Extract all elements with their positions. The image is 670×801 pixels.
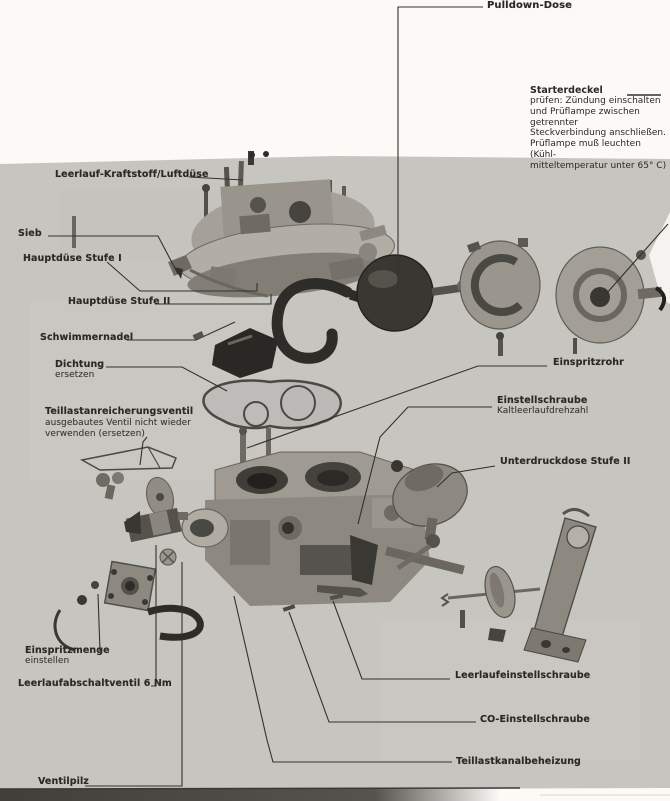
label-einspritzmenge: Einspritzmenge bbox=[25, 645, 110, 656]
label-hauptduese-stufe-i: Hauptdüse Stufe I bbox=[23, 253, 122, 264]
throttle-disc-part bbox=[440, 565, 541, 642]
choke-housing-part bbox=[459, 238, 541, 356]
leader-lines bbox=[48, 6, 669, 787]
label-starterdeckel: Starterdeckel prüfen: Zündung einschalte… bbox=[530, 85, 669, 172]
label-teillast-note: verwenden (ersetzen) bbox=[45, 429, 145, 439]
label-leerlaufabschaltventil: Leerlaufabschaltventil 6 Nm bbox=[18, 678, 172, 689]
starter-cover-part bbox=[555, 246, 667, 354]
label-schwimmernadel: Schwimmernadel bbox=[40, 332, 134, 343]
label-sieb: Sieb bbox=[18, 228, 42, 239]
scan-edge-band bbox=[0, 787, 670, 801]
carburetor-body-part bbox=[181, 427, 465, 612]
label-leerlaufeinstellschraube: Leerlaufeinstellschraube bbox=[455, 670, 591, 681]
label-hauptduese-stufe-ii: Hauptdüse Stufe II bbox=[68, 296, 171, 307]
label-teillast-note: ausgebautes Ventil nicht wieder bbox=[45, 418, 191, 428]
label-co-einstellschraube: CO-Einstellschraube bbox=[480, 714, 590, 725]
teillast-valve-parts bbox=[79, 446, 177, 518]
starterdeckel-line: prüfen: Zündung einschalten bbox=[530, 96, 661, 106]
label-teillastanreicherungsventil: Teillastanreicherungsventil bbox=[45, 406, 194, 417]
air-horn-cover-part bbox=[72, 151, 395, 298]
starterdeckel-title: Starterdeckel bbox=[530, 85, 603, 96]
label-einstellschraube: Einstellschraube bbox=[497, 395, 588, 406]
pulldown-dose-part bbox=[348, 254, 469, 332]
idle-cutoff-solenoid-part bbox=[124, 507, 188, 566]
label-einspritzrohr: Einspritzrohr bbox=[553, 357, 624, 368]
hose-part bbox=[271, 278, 353, 364]
label-pulldown-dose: Pulldown-Dose bbox=[487, 0, 573, 11]
label-einspritzmenge-note: einstellen bbox=[25, 656, 70, 666]
label-dichtung-note: ersetzen bbox=[55, 370, 95, 380]
float-part bbox=[192, 328, 278, 378]
starterdeckel-line: mitteltemperatur unter 65° C) bbox=[530, 160, 667, 171]
label-unterdruckdose-stufe-ii: Unterdruckdose Stufe II bbox=[500, 456, 631, 467]
starterdeckel-line: Steckverbindung anschließen. bbox=[530, 128, 666, 139]
starterdeckel-line: und Prüflampe zwischen getrennter bbox=[530, 106, 640, 128]
vacuum-unit-part bbox=[391, 460, 468, 571]
bracket-part bbox=[523, 508, 597, 663]
flange-plate-part bbox=[53, 560, 204, 652]
label-teillastkanalbeheizung: Teillastkanalbeheizung bbox=[456, 756, 581, 767]
label-leerlauf-kraftstoff-luftduese: Leerlauf-Kraftstoff/Luftdüse bbox=[55, 169, 209, 180]
label-dichtung: Dichtung bbox=[55, 359, 105, 370]
starterdeckel-line: Prüflampe muß leuchten (Kühl- bbox=[530, 139, 641, 160]
gasket-part bbox=[202, 379, 342, 430]
label-ventilpilz: Ventilpilz bbox=[38, 776, 89, 787]
label-einstellschraube-note: Kaltleerlaufdrehzahl bbox=[497, 406, 589, 416]
